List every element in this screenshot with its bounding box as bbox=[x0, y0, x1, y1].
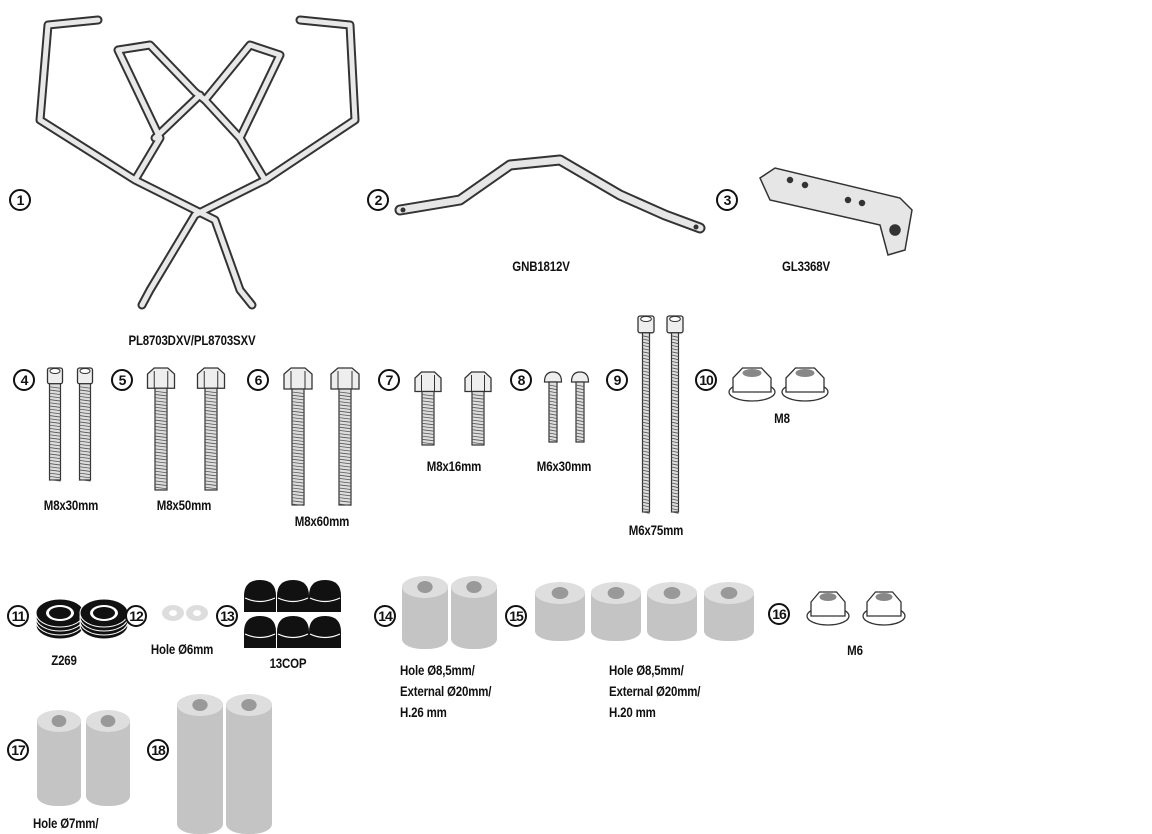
part-number-badge: 7 bbox=[378, 369, 400, 391]
part-number-badge: 14 bbox=[374, 605, 396, 627]
part-15-spec: Hole Ø8,5mm/ External Ø20mm/ H.20 mm bbox=[609, 660, 701, 723]
part-17-spec: Hole Ø7mm/ bbox=[33, 815, 99, 831]
nut-cap-icon bbox=[277, 616, 309, 648]
spacer-17 bbox=[37, 711, 81, 806]
part-13-code: 13COP bbox=[269, 655, 307, 671]
part-number-badge: 4 bbox=[13, 369, 35, 391]
side-frame-pl8703-inner bbox=[37, 17, 358, 308]
hex-head-icon bbox=[414, 371, 442, 393]
hex-head-icon bbox=[283, 367, 313, 390]
nut-cap-icon bbox=[244, 616, 276, 648]
hex-head-icon bbox=[330, 367, 360, 390]
button-head-icon bbox=[570, 371, 590, 383]
nut-cap-icon bbox=[309, 580, 341, 612]
nut-cap-icon bbox=[244, 580, 276, 612]
spec-line: H.20 mm bbox=[609, 704, 656, 720]
part-1-code: PL8703DXV/PL8703SXV bbox=[128, 332, 256, 348]
nut-cap-icon bbox=[309, 616, 341, 648]
side-frame-pl8703 bbox=[35, 15, 360, 310]
bracket-gl3368v bbox=[759, 167, 913, 256]
part-7-code: M8x16mm bbox=[426, 458, 482, 474]
part-8-code: M6x30mm bbox=[536, 458, 592, 474]
spacer-17 bbox=[86, 711, 130, 806]
hex-head-icon bbox=[146, 367, 176, 389]
part-number-badge: 2 bbox=[367, 189, 389, 211]
part-3-code: GL3368V bbox=[782, 258, 830, 274]
button-head-icon bbox=[543, 371, 563, 383]
part-10-code: M8 bbox=[774, 410, 790, 426]
part-number-badge: 3 bbox=[716, 189, 738, 211]
part-11-code: Z269 bbox=[51, 652, 77, 668]
spec-line: Hole Ø8,5mm/ bbox=[609, 662, 684, 678]
part-14-spec: Hole Ø8,5mm/ External Ø20mm/ H.26 mm bbox=[400, 660, 492, 723]
part-number-badge: 17 bbox=[7, 739, 29, 761]
part-9-code: M6x75mm bbox=[628, 522, 684, 538]
part-number-badge: 18 bbox=[147, 739, 169, 761]
hex-head-icon bbox=[196, 367, 226, 389]
part-2-code: GNB1812V bbox=[512, 258, 570, 274]
spec-line: H.26 mm bbox=[400, 704, 447, 720]
part-number-badge: 12 bbox=[125, 605, 147, 627]
spacer-18 bbox=[177, 695, 223, 834]
part-number-badge: 9 bbox=[606, 369, 628, 391]
spec-line: External Ø20mm/ bbox=[400, 683, 492, 699]
part-5-code: M8x50mm bbox=[156, 497, 212, 513]
nut-cap-icon bbox=[277, 580, 309, 612]
part-4-code: M8x30mm bbox=[43, 497, 99, 513]
part-number-badge: 10 bbox=[695, 369, 717, 391]
part-number-badge: 8 bbox=[510, 369, 532, 391]
part-number-badge: 13 bbox=[216, 605, 238, 627]
part-number-badge: 16 bbox=[768, 603, 790, 625]
spec-line: External Ø20mm/ bbox=[609, 683, 701, 699]
part-number-badge: 5 bbox=[111, 369, 133, 391]
part-number-badge: 15 bbox=[505, 605, 527, 627]
hex-head-icon bbox=[464, 371, 492, 393]
part-12-code: Hole Ø6mm bbox=[150, 641, 214, 657]
part-6-code: M8x60mm bbox=[294, 513, 350, 529]
part-number-badge: 11 bbox=[7, 605, 29, 627]
spacer-18 bbox=[226, 695, 272, 834]
part-number-badge: 1 bbox=[9, 189, 31, 211]
spec-line: Hole Ø8,5mm/ bbox=[400, 662, 475, 678]
bar-gnb1812v bbox=[394, 154, 706, 234]
part-16-code: M6 bbox=[847, 642, 863, 658]
part-number-badge: 6 bbox=[247, 369, 269, 391]
